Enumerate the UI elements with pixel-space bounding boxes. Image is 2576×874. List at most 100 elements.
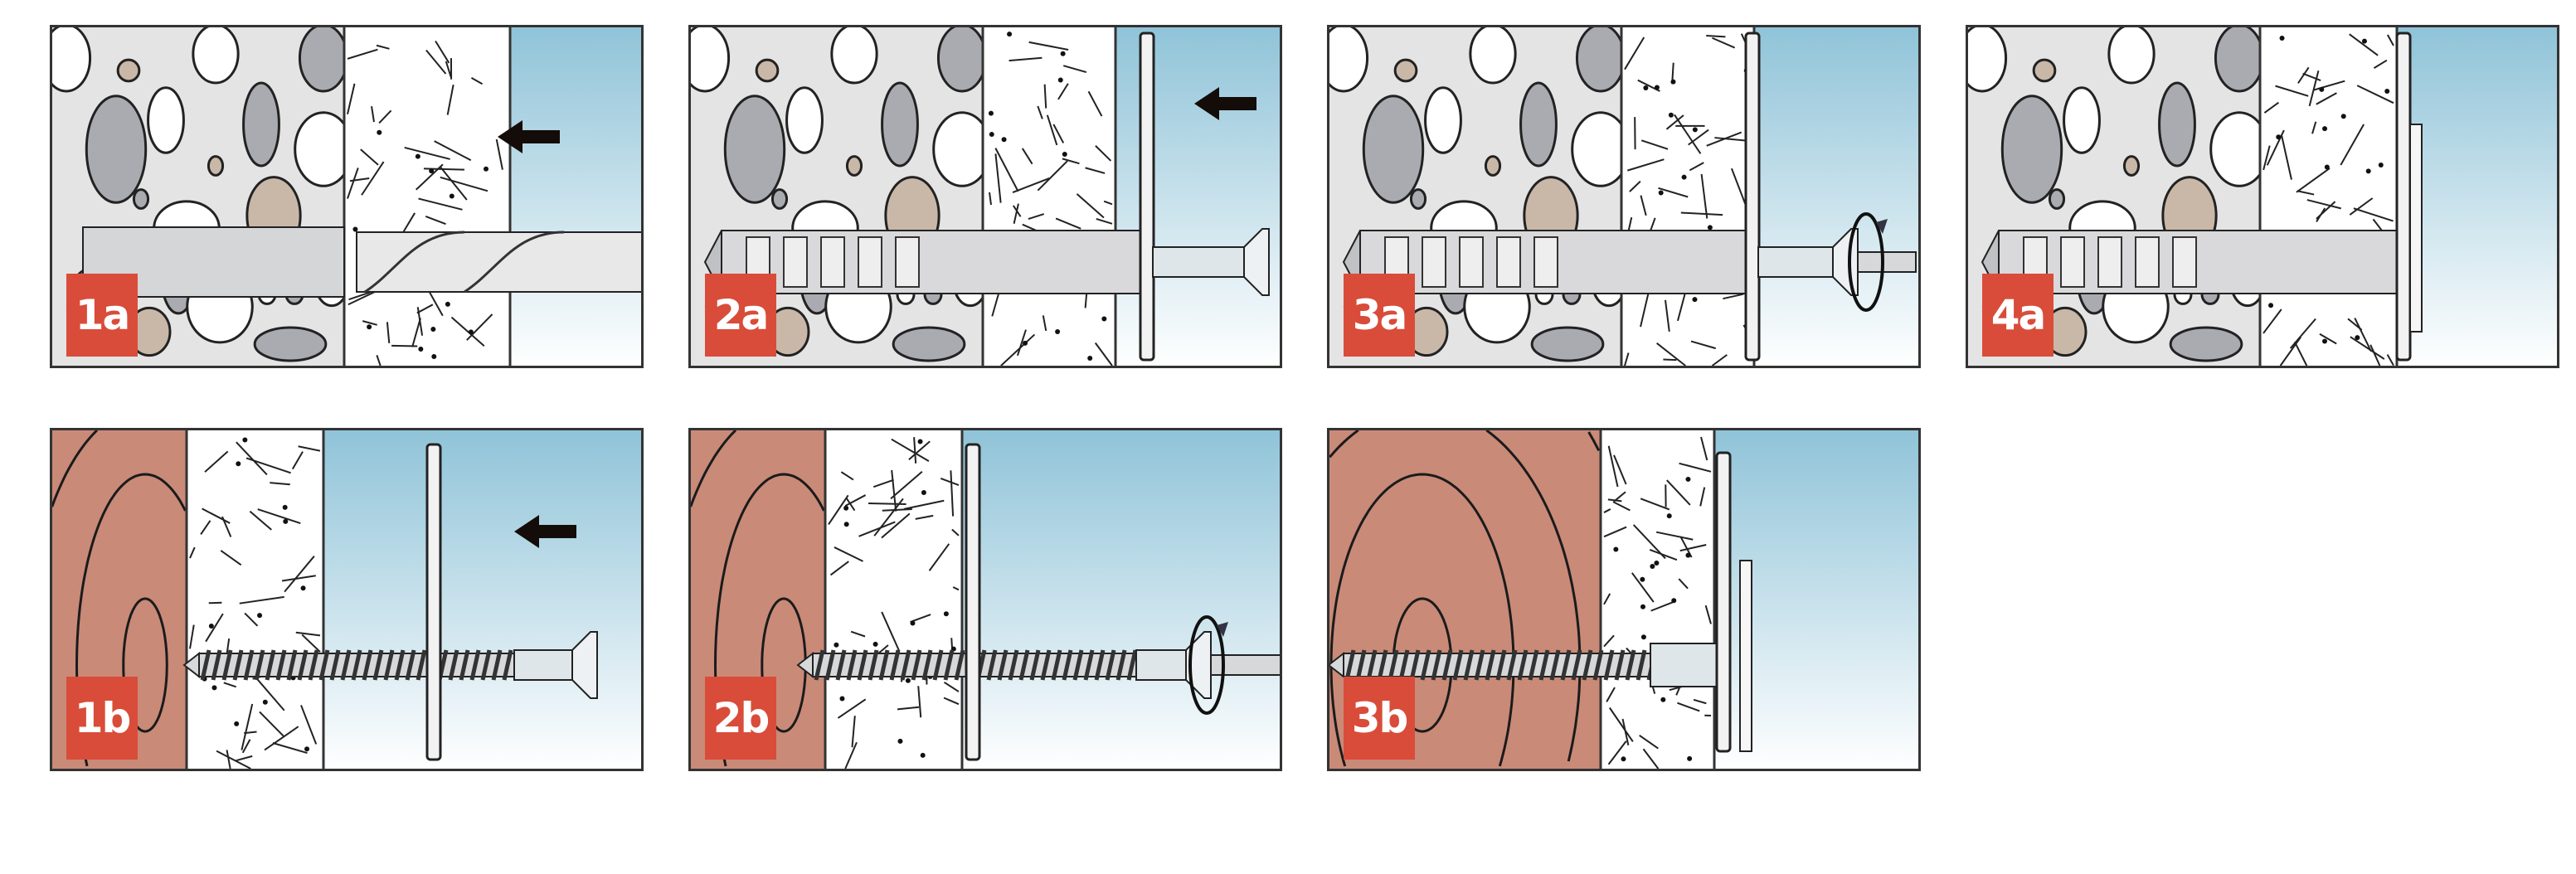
insulation-fiber: [1666, 479, 1691, 506]
insulation-dot: [2268, 303, 2274, 308]
insulation-fiber: [828, 494, 849, 526]
expansion-segment: [2172, 236, 2197, 288]
insulation-fiber: [1688, 129, 1709, 146]
aggregate-stone: [1424, 86, 1462, 154]
expansion-segment: [783, 236, 808, 288]
insulation-dot: [282, 504, 288, 510]
insulation-fiber: [1043, 84, 1047, 109]
insulation-fiber: [1712, 36, 1736, 49]
insulation-fiber: [241, 739, 251, 754]
insulation-fiber: [1640, 498, 1670, 511]
insulation-fiber: [910, 614, 931, 624]
insulation-fiber: [2319, 333, 2337, 345]
insulation-fiber: [845, 498, 856, 512]
insulation-dot: [905, 677, 911, 683]
insulation-fiber: [1062, 158, 1080, 165]
anchor-sleeve: [1998, 230, 2398, 294]
screw-shank: [1152, 246, 1245, 278]
insulation-fiber: [416, 303, 434, 314]
insulation-fiber: [2275, 85, 2309, 97]
insulation-fiber: [1664, 299, 1670, 332]
insulation-fiber: [1055, 217, 1081, 230]
insulation-dot: [1060, 51, 1066, 56]
insulation-fiber: [943, 697, 960, 706]
screw-head: [1243, 228, 1270, 296]
insulation-fiber: [220, 550, 242, 566]
insulation-fiber: [208, 601, 222, 605]
insulation-dot: [236, 461, 241, 467]
aggregate-stone: [116, 58, 141, 83]
anchor-sleeve: [1359, 230, 1759, 294]
panel-border: [50, 25, 644, 368]
insulation-fiber: [1013, 203, 1019, 224]
insulation-fiber: [1085, 167, 1106, 174]
insulation-dot: [234, 721, 240, 726]
insulation-fiber: [2316, 201, 2336, 220]
insulation-fiber: [2347, 318, 2363, 331]
insulation-dot: [2279, 35, 2285, 41]
insulation-dot: [1685, 552, 1691, 558]
insulation-fiber: [495, 138, 503, 170]
insulation-fiber: [890, 471, 923, 500]
insulation-fiber: [840, 471, 854, 481]
arrow-left-icon: [498, 120, 560, 153]
aggregate-stone: [147, 86, 185, 154]
insulation-fiber: [236, 755, 253, 762]
insulation-fiber: [1711, 354, 1728, 367]
arrow-left-icon: [514, 515, 576, 548]
insulation-fiber: [1704, 605, 1712, 624]
step-illustration: [50, 428, 644, 771]
insulation-dot: [1640, 634, 1646, 640]
insulation-fiber: [1680, 211, 1723, 216]
insulation-fiber: [1639, 735, 1659, 750]
insulation-dot: [484, 166, 489, 172]
insulation-fiber: [915, 514, 934, 520]
insulation-fiber: [2263, 308, 2282, 334]
insulation-dot: [211, 685, 217, 691]
aggregate-stone: [50, 25, 92, 93]
wood-grain-ring: [1567, 664, 1582, 762]
insulation-fiber: [1665, 114, 1684, 130]
aggregate-stone: [785, 86, 824, 154]
insulation-fiber: [1612, 501, 1631, 512]
insulation-fiber: [1076, 193, 1105, 219]
panel-border: [50, 428, 644, 771]
insulation-fiber: [284, 556, 315, 593]
aggregate-stone: [1393, 58, 1418, 83]
anchor-cap: [1739, 560, 1752, 752]
holding-plate: [1139, 32, 1155, 362]
step-illustration: [1327, 428, 1921, 771]
insulation-fiber: [1723, 293, 1744, 300]
insulation-fiber: [241, 703, 254, 750]
insulation-fiber: [200, 520, 211, 536]
insulation-fiber: [2340, 124, 2365, 166]
insulation-fiber: [834, 546, 863, 562]
insulation-fiber: [1631, 572, 1655, 603]
insulation-fiber: [2350, 336, 2385, 360]
step-illustration: [688, 25, 1282, 368]
insulation-fiber: [1012, 177, 1050, 194]
insulation-fiber: [1629, 180, 1641, 192]
insulation-dot: [468, 329, 474, 335]
aggregate-stone: [2032, 58, 2057, 83]
step-illustration: [688, 428, 1282, 771]
step-badge: 3a: [1344, 274, 1415, 357]
insulation-dot: [843, 505, 849, 511]
air-gap: [1754, 25, 1921, 368]
insulation-dot: [839, 696, 845, 702]
insulation-dot: [843, 522, 849, 527]
insulation-dot: [1007, 32, 1013, 37]
expansion-segment: [895, 236, 920, 288]
insulation-fiber: [347, 83, 356, 114]
insulation-fiber: [249, 510, 272, 531]
insulation-fiber: [1037, 160, 1068, 192]
insulation-fiber: [1016, 329, 1027, 357]
aggregate-stone: [1469, 25, 1517, 85]
panel-border: [1966, 25, 2559, 368]
insulation-fiber: [1603, 526, 1627, 538]
insulation-fiber: [1655, 531, 1694, 541]
panel-border: [688, 428, 1282, 771]
step-badge: 1a: [66, 274, 138, 357]
insulation-dot: [2384, 89, 2390, 95]
insulation-fiber: [411, 318, 421, 347]
